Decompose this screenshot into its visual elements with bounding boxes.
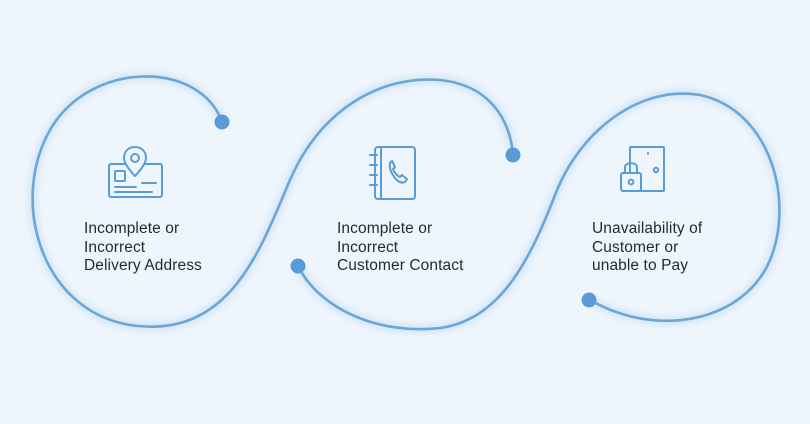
step-label-line: Incorrect (84, 238, 146, 256)
path-dot (581, 292, 597, 308)
locked-door-icon (618, 145, 670, 202)
connector-line-lower (296, 92, 781, 331)
step-label: Incomplete or Incorrect Delivery Address (84, 220, 202, 276)
step-label-line: Customer Contact (337, 257, 464, 274)
path-dot (505, 147, 521, 163)
step-label-line: Delivery Address (84, 257, 202, 274)
phone-contact-book-icon (367, 145, 421, 208)
step-label-line: Unavailability of (592, 220, 703, 237)
path-dot (214, 114, 230, 130)
step-label: Unavailability of Customer or unable to … (592, 220, 702, 276)
step-label-line: Incorrect (337, 238, 399, 256)
connector-line-upper (31, 75, 515, 328)
step-label-line: Customer or (592, 238, 679, 256)
step-card-customer-unavailable: Unavailability of Customer or unable to … (540, 0, 810, 424)
step-card-delivery-address: Incomplete or Incorrect Delivery Address (0, 0, 270, 424)
step-label-line: Incomplete or (84, 220, 180, 237)
step-label: Incomplete or Incorrect Customer Contact (337, 220, 464, 276)
address-card-location-pin-icon (106, 143, 164, 206)
path-dot (290, 258, 306, 274)
step-card-customer-contact: Incomplete or Incorrect Customer Contact (270, 0, 540, 424)
step-label-line: Incomplete or (337, 220, 433, 237)
step-label-line: unable to Pay (592, 257, 689, 274)
